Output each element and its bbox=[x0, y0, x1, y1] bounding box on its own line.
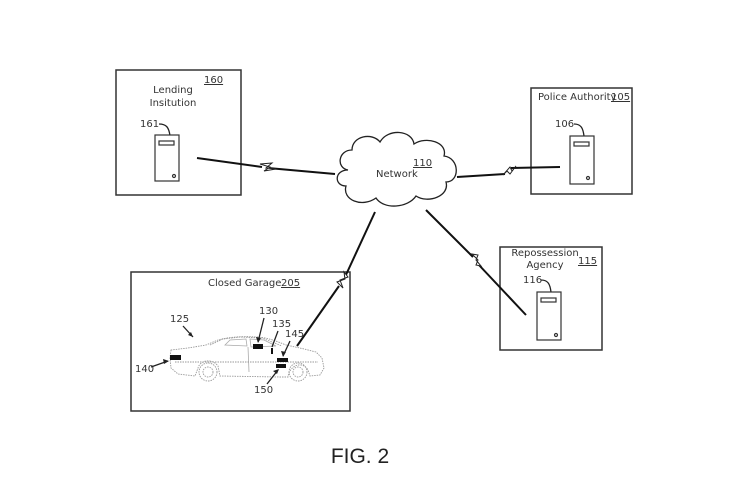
repossession-agency-node: Repossession Agency 115 116 bbox=[499, 246, 603, 351]
car-body bbox=[169, 336, 325, 378]
repo-server-leader bbox=[540, 279, 552, 293]
repo-title-1: Repossession bbox=[511, 248, 578, 259]
arrowhead-icon bbox=[281, 351, 286, 357]
network-label: Network bbox=[376, 169, 418, 180]
car-rear-window bbox=[224, 338, 248, 347]
server-icon bbox=[536, 291, 562, 341]
component-145-ref: 145 bbox=[285, 329, 304, 340]
car-rear-hub bbox=[202, 366, 214, 378]
lightning-bolt-icon bbox=[502, 165, 517, 176]
car-front-hub bbox=[292, 366, 304, 378]
car-roofline bbox=[209, 336, 283, 347]
repo-ref: 115 bbox=[578, 256, 597, 267]
police-server-leader bbox=[573, 123, 585, 137]
lightning-bolt-icon bbox=[470, 253, 483, 267]
network-ref: 110 bbox=[413, 158, 432, 169]
arrowhead-icon bbox=[163, 359, 169, 364]
garage-ref: 205 bbox=[281, 278, 300, 289]
lending-server-leader bbox=[158, 123, 171, 137]
closed-garage-node: Closed Garage 205 125 130 135 bbox=[130, 271, 351, 412]
arrowhead-icon bbox=[273, 369, 279, 374]
lending-server-ref: 161 bbox=[140, 119, 159, 130]
vehicle-ref: 125 bbox=[170, 314, 189, 325]
lending-ref: 160 bbox=[204, 75, 223, 86]
police-authority-node: Police Authority 105 106 bbox=[530, 87, 633, 195]
lending-title-2: Insitution bbox=[150, 98, 197, 109]
component-135-leader bbox=[271, 330, 279, 348]
server-icon bbox=[154, 134, 180, 182]
vehicle bbox=[169, 336, 325, 382]
repo-server-ref: 116 bbox=[523, 275, 542, 286]
car-door-line bbox=[247, 346, 250, 373]
closed-garage-box bbox=[130, 271, 351, 412]
component-150-ref: 150 bbox=[254, 385, 273, 396]
component-130-block bbox=[253, 344, 263, 349]
link-network-repo bbox=[425, 209, 527, 316]
component-140-block bbox=[170, 355, 181, 360]
police-title: Police Authority bbox=[538, 92, 617, 103]
component-145-block bbox=[277, 358, 288, 362]
component-135-block bbox=[271, 348, 273, 354]
server-icon bbox=[569, 135, 595, 185]
lightning-bolt-icon bbox=[336, 270, 349, 289]
component-130-ref: 130 bbox=[259, 306, 278, 317]
lending-title-1: Lending bbox=[153, 85, 193, 96]
police-server-ref: 106 bbox=[555, 119, 574, 130]
link-network-police bbox=[456, 165, 561, 178]
garage-title: Closed Garage bbox=[208, 278, 281, 289]
car-front-wheel bbox=[288, 362, 308, 382]
link-lending-network bbox=[196, 157, 336, 175]
component-135-ref: 135 bbox=[272, 319, 291, 330]
repo-title-2: Agency bbox=[526, 260, 563, 271]
figure-label: FIG. 2 bbox=[331, 445, 389, 468]
arrowhead-icon bbox=[256, 337, 261, 343]
car-rear-wheel bbox=[198, 362, 218, 382]
component-150-block bbox=[276, 364, 286, 368]
arrowhead-icon bbox=[188, 332, 193, 337]
lightning-bolt-icon bbox=[259, 162, 277, 172]
cloud-icon bbox=[336, 131, 457, 207]
lending-institution-node: Lending Insitution 160 161 bbox=[115, 69, 242, 196]
network-node: Network 110 bbox=[336, 131, 457, 207]
component-140-ref: 140 bbox=[135, 364, 154, 375]
link-network-vehicle bbox=[296, 211, 376, 347]
police-ref: 105 bbox=[611, 92, 630, 103]
